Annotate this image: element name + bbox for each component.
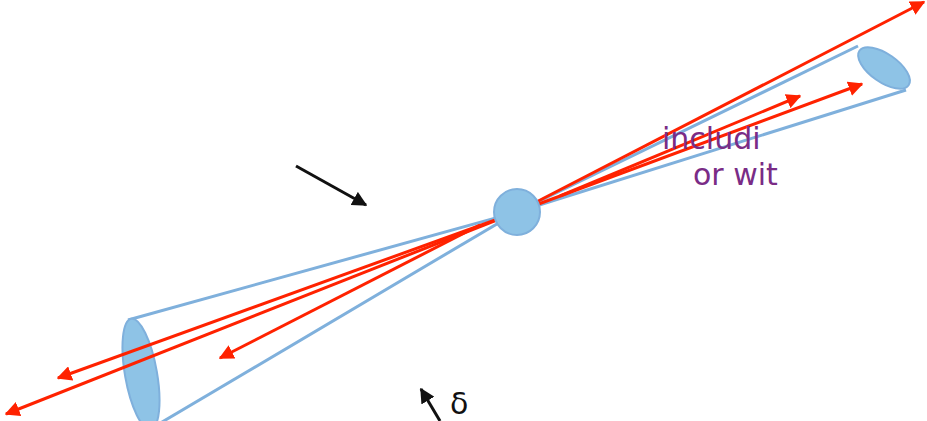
note-text: includi [662,124,761,154]
particle-track [6,2,924,414]
angle-symbol: δ [450,389,468,419]
width-arrow [421,389,440,421]
note-text: or wit [693,160,778,190]
jet-cone [128,46,906,421]
cone-cap [851,39,916,96]
width-arrow [296,166,366,205]
interaction-point [494,189,540,235]
